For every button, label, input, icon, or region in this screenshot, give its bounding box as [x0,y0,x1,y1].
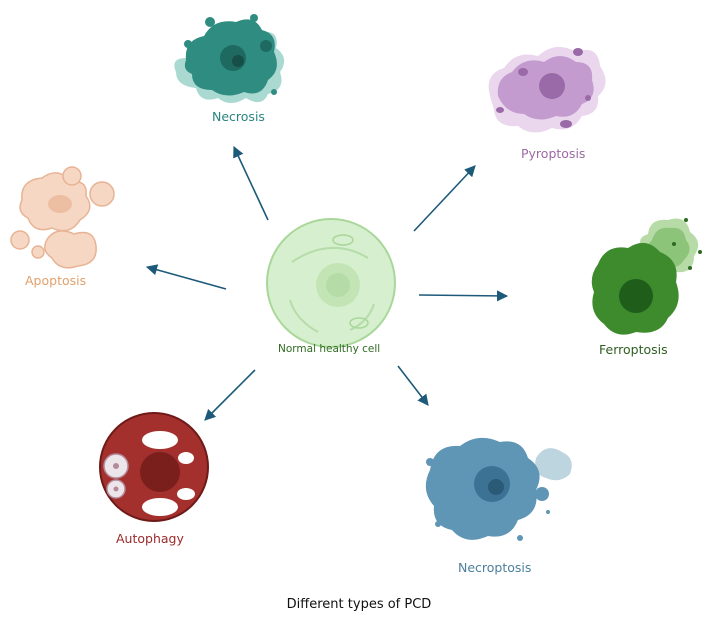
arrow-to-necroptosis [397,365,429,406]
autophagy-label: Autophagy [116,531,184,546]
arrows [145,145,509,421]
pyroptotic-cell-icon [488,46,606,133]
arrow-to-ferroptosis [418,290,509,302]
ferroptosis-label: Ferroptosis [599,342,668,357]
arrow-to-apoptosis [145,264,227,290]
arrow-to-necrosis [233,145,269,221]
necrosis-label: Necrosis [212,109,265,124]
arrow-to-autophagy [204,369,256,421]
normal-healthy-cell-icon [266,218,396,348]
figure-caption: Different types of PCD [286,597,432,612]
apoptotic-cell-icon [10,166,115,269]
autophagic-cell-icon [99,412,209,522]
normal-healthy-cell-label: Normal healthy cell [278,343,381,355]
necrotic-cell-icon [174,14,285,103]
necroptosis-label: Necroptosis [458,560,532,575]
ferroptotic-cell-icon [591,218,702,335]
pyroptosis-label: Pyroptosis [521,146,586,161]
necroptotic-cell-icon [425,437,572,541]
apoptosis-label: Apoptosis [25,273,87,288]
arrow-to-pyroptosis [413,165,476,232]
